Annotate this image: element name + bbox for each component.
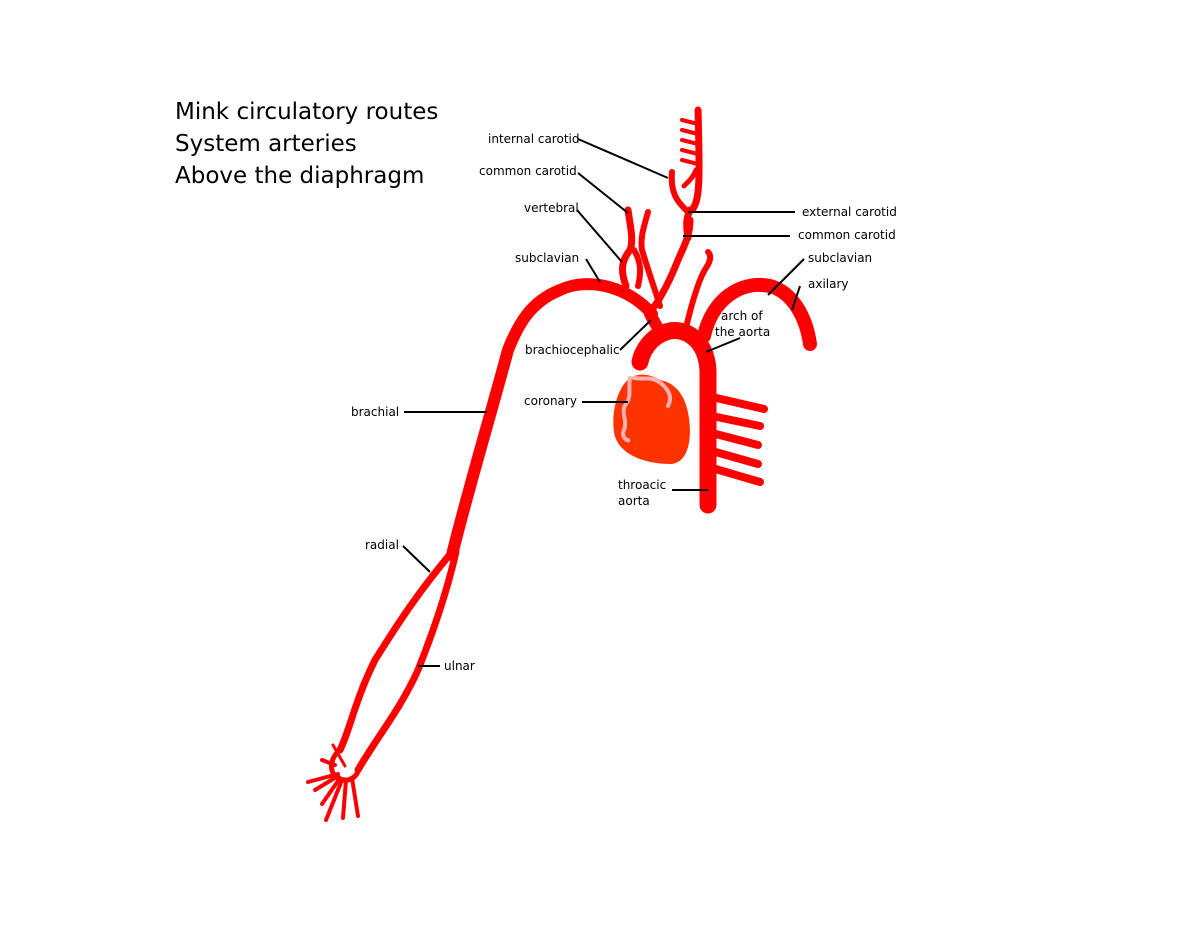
brachial-artery: [446, 278, 658, 561]
hand-arteries: [306, 743, 361, 822]
label-brachial: brachial: [351, 405, 399, 419]
coronary-vessel: [621, 376, 673, 443]
label-ulnar: ulnar: [444, 659, 475, 673]
title-line-3: Above the diaphragm: [175, 163, 425, 189]
label-subclavian-left: subclavian: [515, 251, 579, 265]
carotid-branches: [680, 118, 700, 166]
label-external-carotid: external carotid: [802, 205, 897, 219]
label-internal-carotid: internal carotid: [488, 132, 579, 146]
label-common-carotid-right: common carotid: [798, 228, 896, 242]
intercostal-branches: [708, 393, 768, 486]
external-carotid-inner: [681, 167, 699, 189]
internal-carotid: [668, 169, 691, 215]
title-line-1: Mink circulatory routes: [175, 99, 439, 125]
label-common-carotid-left: common carotid: [479, 164, 577, 178]
label-arch-line-1: arch of: [721, 309, 763, 323]
left-common-carotid: [681, 249, 714, 339]
ulnar-artery: [354, 548, 460, 774]
label-brachiocephalic: brachiocephalic: [525, 343, 620, 357]
label-arch-line-2: the aorta: [715, 325, 770, 339]
radial-artery: [336, 548, 456, 754]
label-vertebral: vertebral: [524, 201, 579, 215]
external-carotid: [688, 106, 703, 214]
thoracic-aorta: [631, 322, 717, 514]
leader-lines: [402, 138, 805, 667]
label-radial: radial: [365, 538, 399, 552]
vertebral-artery: [619, 206, 636, 290]
label-axilary: axilary: [808, 277, 849, 291]
left-subclavian-artery: [697, 278, 817, 351]
carotid-branch: [638, 209, 663, 309]
title-line-2: System arteries: [175, 131, 357, 157]
label-coronary: coronary: [524, 394, 577, 408]
vertebral-artery-2: [631, 247, 644, 289]
diagram-title: Mink circulatory routes System arteries …: [175, 96, 438, 192]
label-thoracic-line-1: throacic: [618, 478, 666, 492]
label-subclavian-right: subclavian: [808, 251, 872, 265]
label-thoracic-line-2: aorta: [618, 494, 650, 508]
